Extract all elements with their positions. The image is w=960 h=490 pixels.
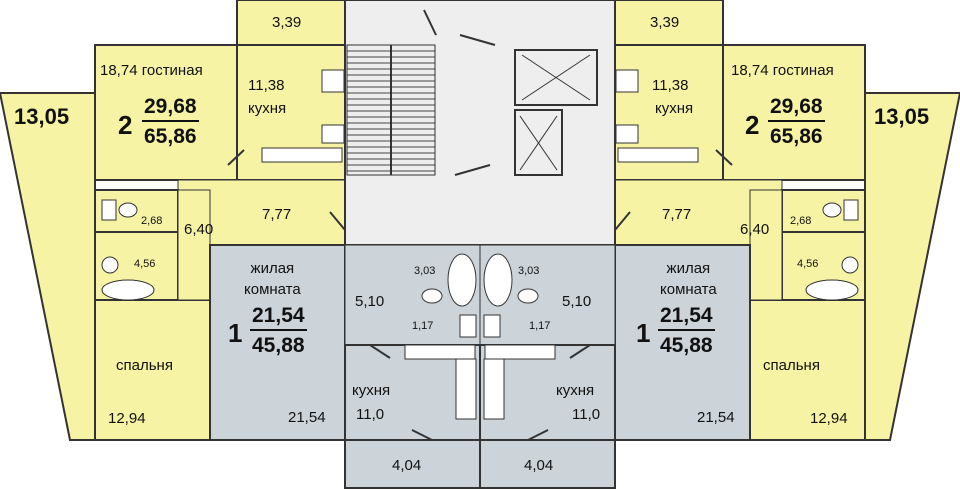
right-kitchen-label: кухня bbox=[655, 100, 694, 117]
right-toilet bbox=[843, 199, 859, 221]
right-sink bbox=[615, 124, 639, 144]
right-one-stove bbox=[483, 358, 505, 420]
right-counter bbox=[617, 147, 699, 163]
left-bedroom-label: спальня bbox=[116, 357, 173, 374]
right-one-wc-area: 1,17 bbox=[529, 320, 551, 332]
left-bedroom-area: 12,94 bbox=[108, 410, 146, 427]
right-stove bbox=[615, 69, 639, 93]
right-one-room-count: 1 bbox=[636, 318, 651, 348]
right-one-hall-area: 5,10 bbox=[562, 293, 592, 310]
right-bedroom-area: 12,94 bbox=[810, 410, 848, 427]
left-one-total-area: 45,88 bbox=[252, 334, 305, 357]
left-one-room-label: жилая комната bbox=[244, 260, 301, 298]
left-one-kitchen-area: 11,0 bbox=[356, 406, 385, 423]
right-one-room-label: жилая комната bbox=[660, 260, 717, 298]
left-one-counter bbox=[404, 344, 476, 360]
left-toilet-bowl bbox=[118, 202, 138, 218]
right-hall-area: 7,77 bbox=[662, 206, 692, 223]
right-one-kitchen-label: кухня bbox=[556, 382, 595, 399]
left-one-tub bbox=[447, 253, 477, 307]
left-one-wc-area: 1,17 bbox=[412, 320, 434, 332]
left-living-room bbox=[94, 44, 251, 181]
left-total-area: 65,86 bbox=[144, 125, 197, 148]
left-loggia bbox=[0, 92, 96, 441]
elevator-small-x2 bbox=[519, 115, 558, 171]
right-one-bath-area: 3,03 bbox=[518, 265, 540, 277]
right-one-area-fraction: 21,54 45,88 bbox=[658, 305, 715, 356]
right-toilet-bowl bbox=[822, 202, 842, 218]
left-bathtub bbox=[101, 279, 155, 301]
left-bath-area: 4,56 bbox=[134, 258, 156, 270]
left-hall-area: 7,77 bbox=[262, 206, 292, 223]
right-one-balcony bbox=[479, 439, 616, 489]
door-swings bbox=[227, 9, 733, 441]
right-corridor-area: 6,40 bbox=[740, 221, 770, 238]
right-bath-area: 4,56 bbox=[797, 258, 819, 270]
right-one-room-apartment bbox=[479, 244, 751, 489]
left-one-hall-area: 5,10 bbox=[355, 293, 385, 310]
elevator-large-x2 bbox=[521, 54, 591, 101]
right-living-room-label: 18,74 гостиная bbox=[731, 62, 834, 79]
left-one-balcony bbox=[344, 439, 481, 489]
left-area-fraction: 29,68 65,86 bbox=[142, 96, 199, 147]
left-loggia-area: 13,05 bbox=[14, 104, 70, 129]
left-sink bbox=[321, 124, 345, 144]
right-balcony-top-area: 3,39 bbox=[650, 14, 680, 31]
left-one-room-apartment bbox=[209, 244, 481, 489]
left-one-balcony-area: 4,04 bbox=[392, 457, 422, 474]
left-stove bbox=[321, 69, 345, 93]
right-kitchen-area: 11,38 bbox=[652, 77, 689, 94]
right-one-kitchen-area: 11,0 bbox=[572, 406, 601, 423]
left-wc-area: 2,68 bbox=[141, 215, 163, 227]
left-one-kitchen-label: кухня bbox=[352, 382, 391, 399]
right-one-counter bbox=[484, 344, 556, 360]
stair-core bbox=[344, 0, 616, 246]
right-one-room-area: 21,54 bbox=[697, 409, 735, 426]
right-corridor bbox=[749, 189, 783, 301]
left-balcony-top-area: 3,39 bbox=[272, 14, 302, 31]
left-one-room-count: 1 bbox=[228, 318, 243, 348]
left-corridor-area: 6,40 bbox=[184, 221, 214, 238]
left-kitchen-area: 11,38 bbox=[248, 77, 285, 94]
right-one-tub bbox=[483, 253, 513, 307]
right-one-basin bbox=[517, 288, 539, 304]
left-toilet bbox=[101, 199, 117, 221]
right-washbasin bbox=[841, 256, 859, 274]
right-one-toilet bbox=[483, 314, 501, 338]
right-room-count: 2 bbox=[745, 110, 760, 140]
right-one-balcony-area: 4,04 bbox=[524, 457, 554, 474]
left-one-room-area: 21,54 bbox=[288, 409, 326, 426]
left-kitchen-label: кухня bbox=[248, 100, 287, 117]
right-wc-area: 2,68 bbox=[790, 215, 812, 227]
right-one-living-area: 21,54 bbox=[658, 305, 715, 331]
right-loggia bbox=[864, 92, 960, 441]
left-one-toilet bbox=[459, 314, 477, 338]
left-one-area-fraction: 21,54 45,88 bbox=[250, 305, 307, 356]
right-living-room bbox=[709, 44, 866, 181]
right-two-room-apartment bbox=[614, 0, 960, 441]
right-loggia-area: 13,05 bbox=[874, 104, 930, 129]
left-balcony-top bbox=[236, 0, 346, 46]
left-one-bath-area: 3,03 bbox=[414, 265, 436, 277]
left-living-room-label: 18,74 гостиная bbox=[100, 62, 203, 79]
right-one-total-area: 45,88 bbox=[660, 334, 713, 357]
left-one-living-area: 21,54 bbox=[250, 305, 307, 331]
right-bathtub bbox=[805, 279, 859, 301]
right-one-room bbox=[614, 244, 751, 441]
right-area-fraction: 29,68 65,86 bbox=[768, 96, 825, 147]
left-counter bbox=[261, 147, 343, 163]
right-bedroom-label: спальня bbox=[763, 357, 820, 374]
left-corridor bbox=[177, 189, 211, 301]
left-room-count: 2 bbox=[118, 110, 133, 140]
right-living-area: 29,68 bbox=[768, 96, 825, 122]
left-one-basin bbox=[421, 288, 443, 304]
right-bedroom bbox=[749, 299, 866, 441]
right-total-area: 65,86 bbox=[770, 125, 823, 148]
left-washbasin bbox=[101, 256, 119, 274]
left-living-area: 29,68 bbox=[142, 96, 199, 122]
left-one-stove bbox=[455, 358, 477, 420]
